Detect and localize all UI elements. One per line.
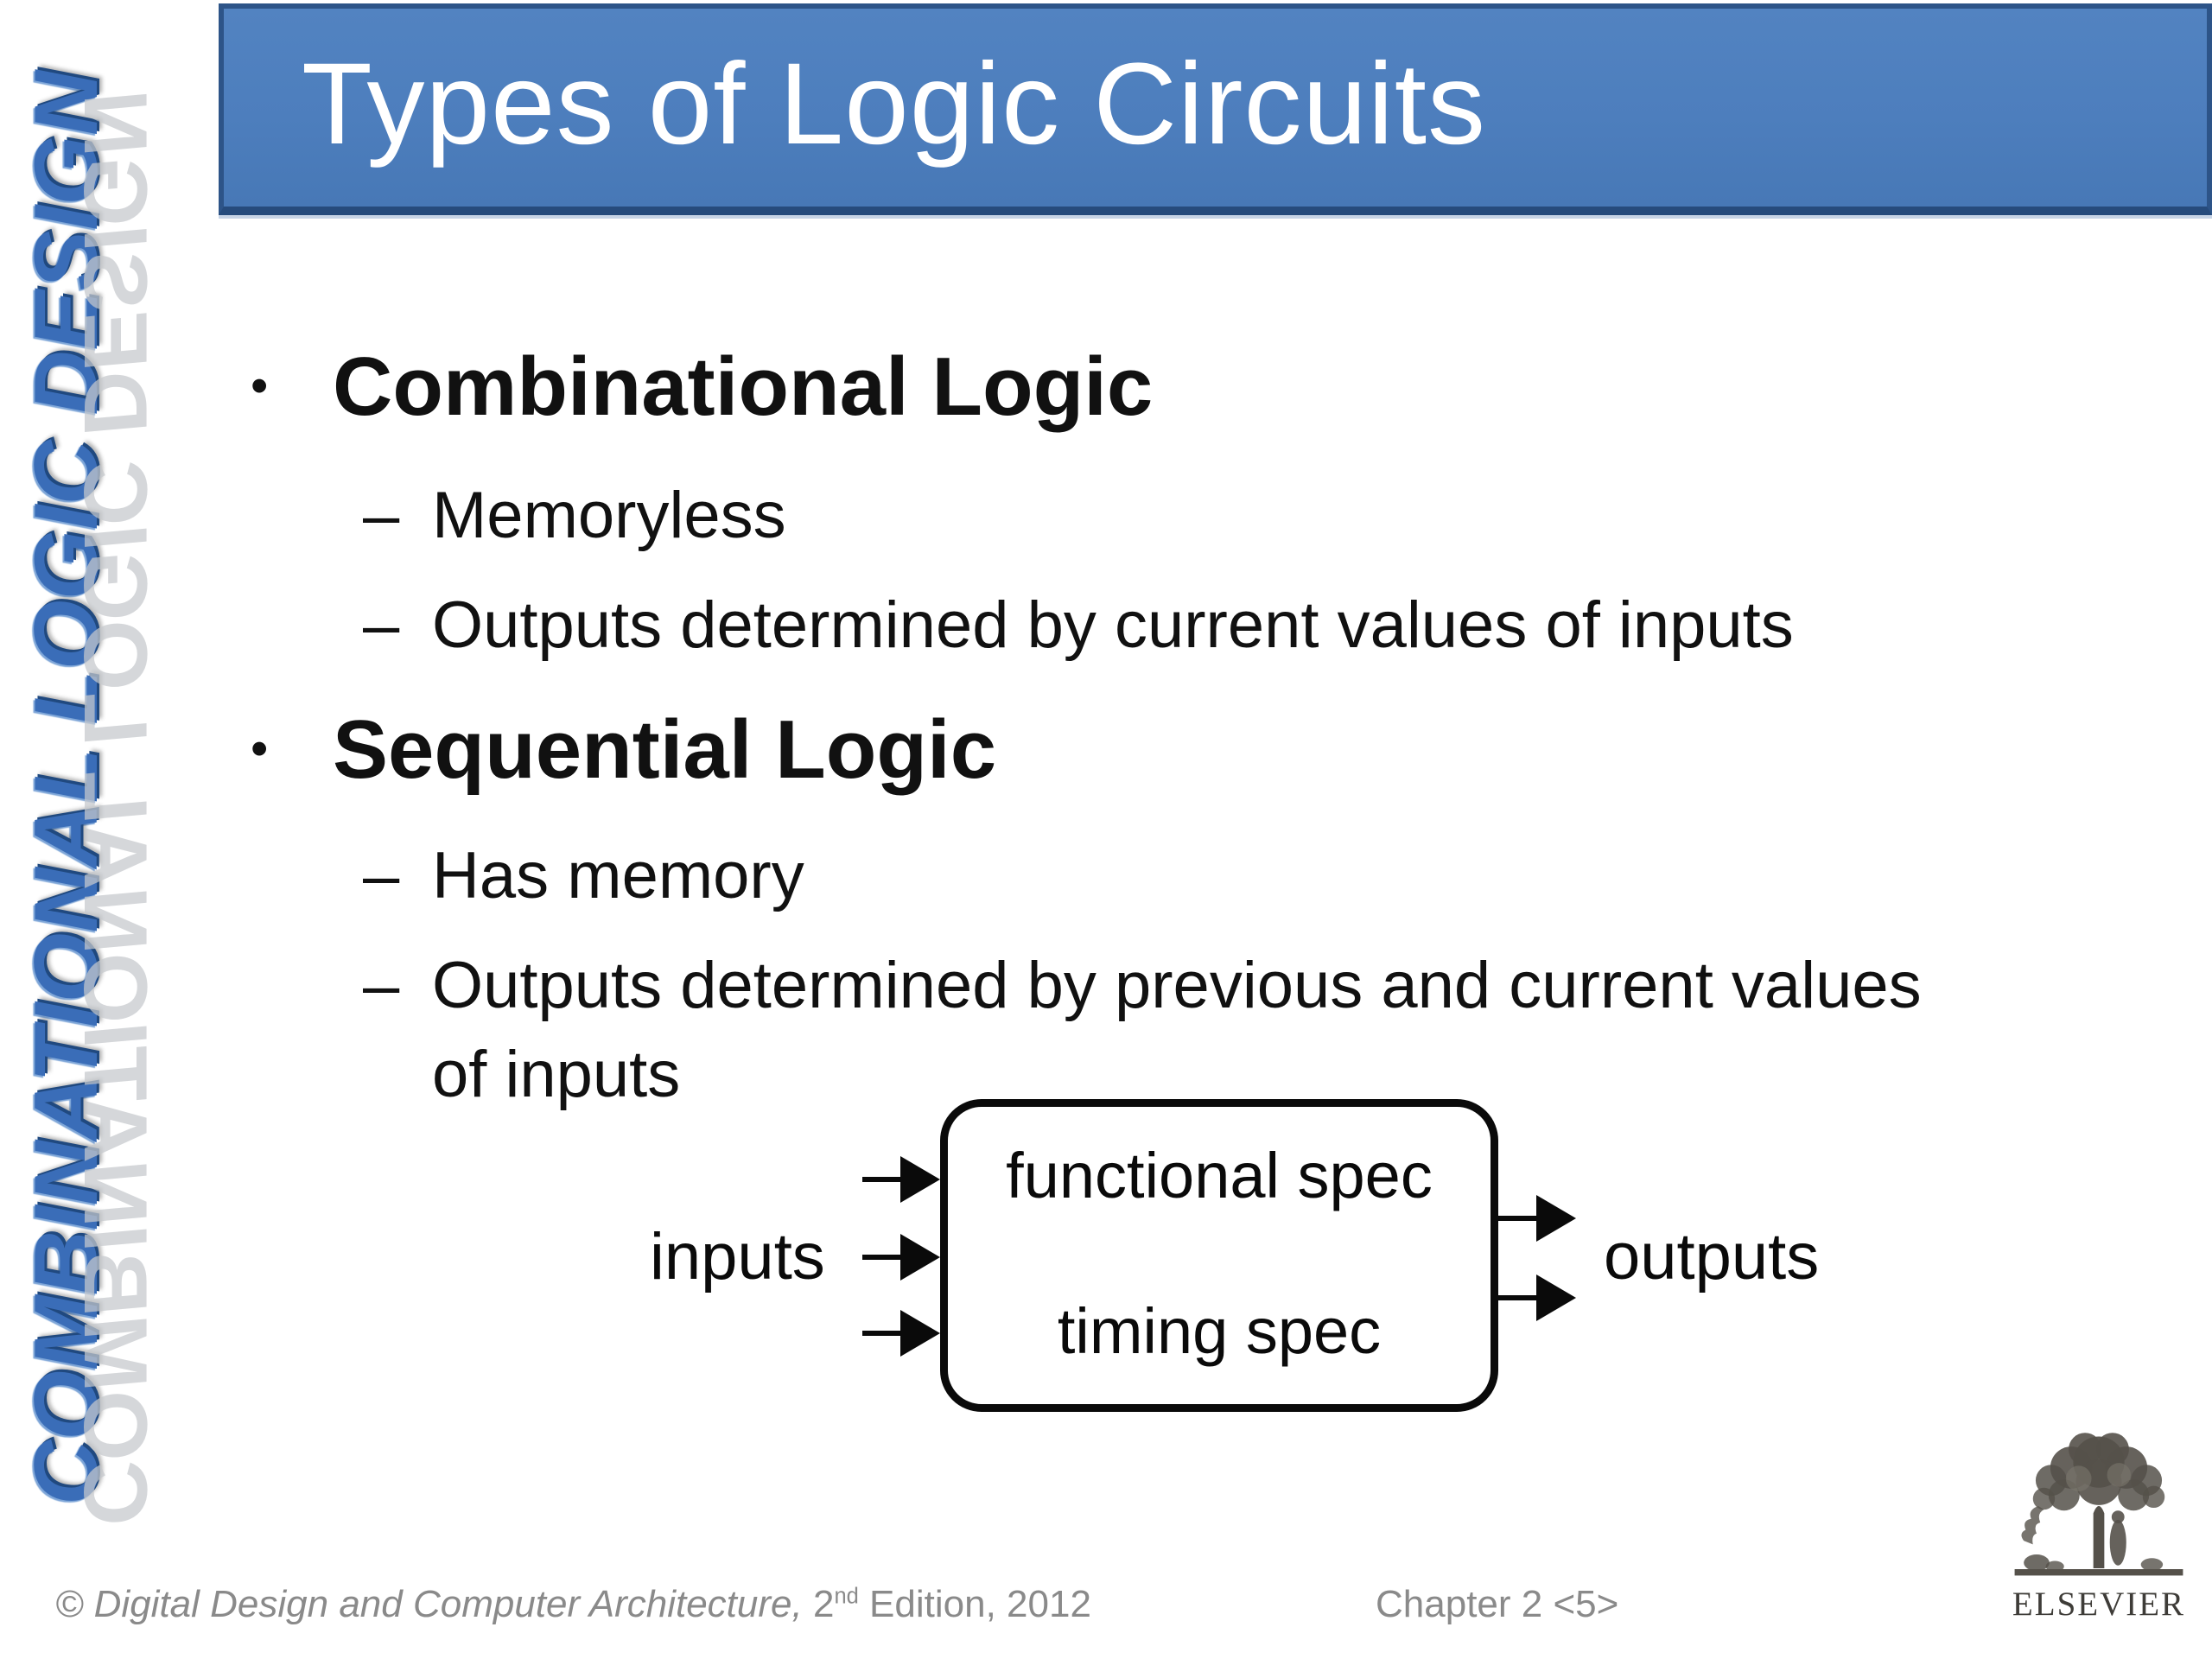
elsevier-wordmark: ELSEVIER xyxy=(2012,1586,2186,1623)
timing-spec-label: timing spec xyxy=(1057,1295,1382,1367)
bullet-text: Has memory xyxy=(432,839,804,912)
output-arrow-2 xyxy=(1498,1295,1536,1300)
copyright-text: © Digital Design and Computer Architectu… xyxy=(55,1583,1091,1626)
bullet-text: Combinational Logic xyxy=(333,340,1154,433)
edition-number: 2 xyxy=(802,1583,835,1625)
outputs-label: outputs xyxy=(1604,1220,1820,1294)
bullet-text: Memoryless xyxy=(432,479,786,552)
banner-reflection: COMBINATIONAL LOGIC DESIGN xyxy=(65,86,165,1533)
bullet-item-memoryless: – Memoryless xyxy=(363,471,1979,560)
vertical-banner: COMBINATIONAL LOGIC DESIGN COMBINATIONAL… xyxy=(16,36,204,1532)
dash-icon: – xyxy=(363,479,400,552)
bullet-icon: • xyxy=(251,721,269,777)
bullet-item-has-memory: – Has memory xyxy=(363,831,1979,920)
copyright-title: © Digital Design and Computer Architectu… xyxy=(55,1583,803,1625)
inputs-label: inputs xyxy=(650,1220,825,1294)
chapter-indicator: Chapter 2 <5> xyxy=(1376,1583,1619,1625)
bullet-item-sequential-logic: • Sequential Logic xyxy=(251,698,1979,802)
bullet-item-outputs-current: – Outputs determined by current values o… xyxy=(363,581,1979,670)
banner-text: COMBINATIONAL LOGIC DESIGN xyxy=(16,70,117,1505)
bullet-icon: • xyxy=(251,358,269,414)
input-arrow-2 xyxy=(862,1255,900,1260)
spec-box: functional spec timing spec xyxy=(940,1099,1498,1412)
page-title: Types of Logic Circuits xyxy=(302,40,1486,168)
bullet-item-outputs-previous: – Outputs determined by previous and cur… xyxy=(363,941,1979,1119)
bullet-list: • Combinational Logic – Memoryless – Out… xyxy=(251,335,1979,1119)
title-bar: Types of Logic Circuits xyxy=(219,3,2212,215)
bullet-text: Outputs determined by current values of … xyxy=(432,588,1794,662)
edition-suffix: Edition, 2012 xyxy=(858,1583,1091,1625)
bullet-item-combinational-logic: • Combinational Logic xyxy=(251,335,1979,439)
dash-icon: – xyxy=(363,588,400,662)
elsevier-logo: ELSEVIER xyxy=(1991,1429,2207,1624)
functional-spec-label: functional spec xyxy=(1006,1140,1433,1211)
input-arrow-3 xyxy=(862,1331,900,1336)
bullet-text: Outputs determined by previous and curre… xyxy=(432,949,1922,1111)
dash-icon: – xyxy=(363,949,400,1022)
bullet-text: Sequential Logic xyxy=(333,703,997,796)
input-arrow-1 xyxy=(862,1177,900,1182)
dash-icon: – xyxy=(363,839,400,912)
output-arrow-1 xyxy=(1498,1216,1536,1221)
tree-icon xyxy=(2014,1433,2183,1576)
edition-superscript: nd xyxy=(834,1584,859,1609)
